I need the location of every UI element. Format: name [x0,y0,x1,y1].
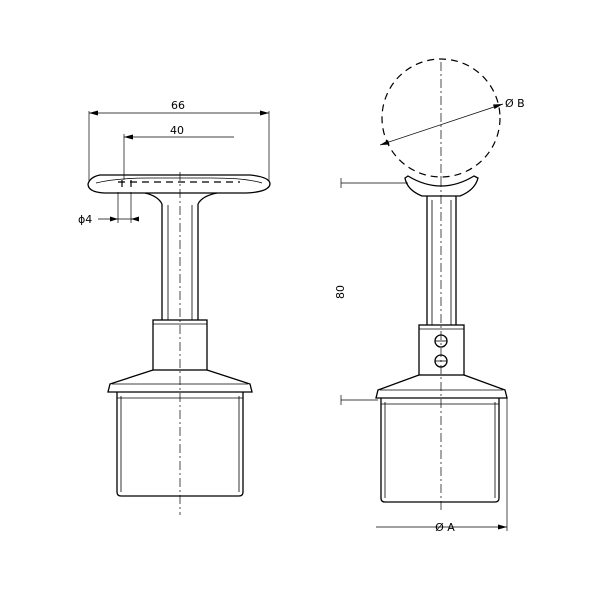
saddle-plate [87,174,271,194]
dimension-label-a: Ø A [435,521,455,534]
dimension-40: 40 [123,124,234,180]
dimension-80: 80 [334,178,408,405]
dimension-label-40: 40 [170,124,184,137]
dimension-b: Ø B [379,97,525,146]
dimension-66: 66 [88,99,270,181]
dimension-label-66: 66 [171,99,185,112]
side-flange [375,374,508,399]
flange [107,369,253,393]
dimension-phi4: ϕ4 [78,192,139,226]
saddle-neck [144,192,218,205]
rail-circle [381,58,501,178]
side-base-cup [380,398,500,503]
saddle-cup [404,175,479,197]
side-view: Ø B [334,58,525,534]
front-view: 66 40 ϕ4 [78,99,271,515]
dimension-label-b: Ø B [505,97,525,110]
dimension-label-80: 80 [334,285,347,299]
saddle-plate-inner [95,177,263,184]
dimension-a: Ø A [376,398,508,534]
side-collar [418,324,465,376]
dimension-label-phi4: ϕ4 [78,213,92,226]
